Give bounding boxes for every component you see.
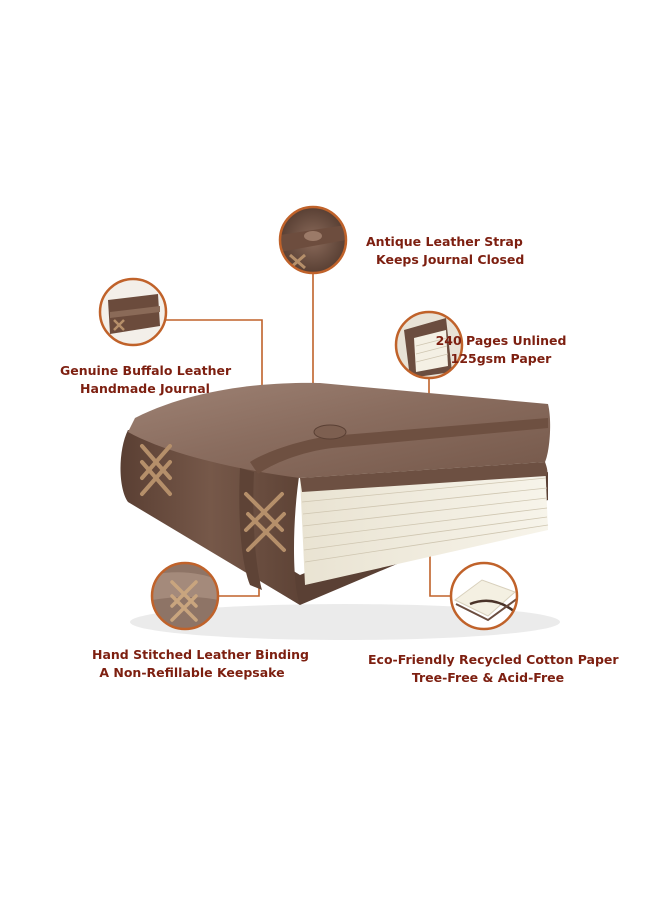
binding-caption-line2: A Non-Refillable Keepsake (99, 665, 285, 680)
connector-paper (429, 538, 451, 597)
journal-strap (250, 418, 548, 474)
pages-caption: 240 Pages Unlined 125gsm Paper (426, 332, 576, 368)
leather-caption: Genuine Buffalo Leather Handmade Journal (60, 362, 232, 398)
page-edge-closeup-thumbnail (394, 310, 464, 380)
pages-caption-line2: 125gsm Paper (450, 351, 552, 366)
binding-caption: Hand Stitched Leather Binding A Non-Refi… (92, 646, 309, 682)
open-journal-pages-thumbnail (449, 561, 519, 631)
leather-journal (120, 382, 560, 640)
closed-journal-thumbnail (98, 277, 168, 347)
connector-leather (166, 319, 263, 408)
strap-caption-line1: Antique Leather Strap (366, 234, 523, 249)
leather-strap-closeup-thumbnail (278, 205, 348, 275)
paper-caption-line1: Eco-Friendly Recycled Cotton Paper (368, 652, 619, 667)
strap-caption-line2: Keeps Journal Closed (376, 252, 525, 267)
strap-caption: Antique Leather Strap Keeps Journal Clos… (366, 233, 524, 269)
leather-caption-line2: Handmade Journal (80, 381, 210, 396)
binding-caption-line1: Hand Stitched Leather Binding (92, 647, 309, 662)
paper-caption-line2: Tree-Free & Acid-Free (411, 670, 565, 685)
leather-caption-line1: Genuine Buffalo Leather (60, 363, 232, 378)
stitched-spine-closeup-thumbnail (150, 561, 220, 631)
pages-caption-line1: 240 Pages Unlined (435, 333, 567, 348)
paper-caption: Eco-Friendly Recycled Cotton Paper Tree-… (368, 651, 619, 687)
